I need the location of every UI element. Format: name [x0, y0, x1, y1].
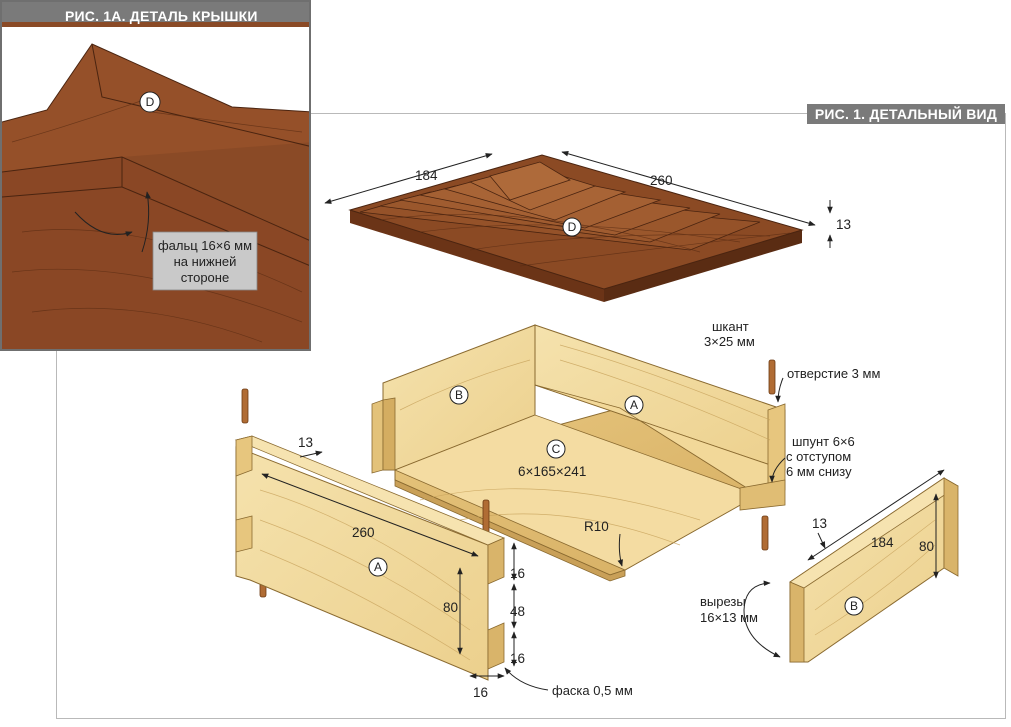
dim-side-length: 260 [352, 525, 375, 540]
inset-figure: D фальц 16×6 мм на нижней стороне [0, 0, 311, 351]
svg-text:D: D [146, 95, 155, 109]
dim-side-height: 80 [443, 600, 458, 615]
dim-end-height: 80 [919, 539, 934, 554]
dim-side-thickness: 13 [298, 435, 313, 450]
svg-text:A: A [374, 560, 382, 574]
main-figure-frame [56, 113, 1006, 719]
main-figure-title: РИС. 1. ДЕТАЛЬНЫЙ ВИД [806, 104, 1005, 124]
dim-slot-width: 16 [473, 685, 488, 700]
callout-groove-line2: с отступом [786, 449, 851, 464]
svg-text:C: C [552, 442, 561, 456]
dim-end-thickness: 13 [812, 516, 827, 531]
dim-lid-thickness: 13 [836, 217, 851, 232]
right-end-panel [789, 477, 959, 663]
part-letter-side-back: A [624, 395, 644, 415]
callout-chamfer: фаска 0,5 мм [552, 683, 633, 698]
dim-end-length: 184 [871, 535, 894, 550]
svg-text:D: D [568, 220, 577, 234]
part-letter-end-left: B [449, 385, 469, 405]
callout-notches-line2: 16×13 мм [700, 610, 758, 625]
bottom-size: 6×165×241 [518, 464, 586, 479]
inset-part-letter: D [139, 91, 161, 113]
inset-note-line1: фальц 16×6 мм [158, 238, 252, 253]
part-letters: D B A C A B [368, 217, 864, 616]
dim-slot-bottom: 16 [510, 651, 525, 666]
inset-figure-title: РИС. 1А. ДЕТАЛЬ КРЫШКИ [65, 8, 258, 24]
inset-drawing: D фальц 16×6 мм на нижней стороне [2, 2, 309, 349]
dim-slot-top: 16 [510, 566, 525, 581]
callout-notches-line1: вырезы [700, 594, 746, 609]
part-letter-end-right: B [844, 596, 864, 616]
callout-groove-line3: 6 мм снизу [786, 464, 852, 479]
inset-note-line3: стороне [181, 270, 229, 285]
svg-text:B: B [850, 599, 858, 613]
dim-lid-width: 184 [415, 168, 438, 183]
part-letter-bottom: C [546, 439, 566, 459]
callout-dowel-line2: 3×25 мм [704, 334, 755, 349]
callout-dowel-line1: шкант [712, 319, 749, 334]
dimension-lines [261, 151, 945, 691]
callout-groove-line1: шпунт 6×6 [792, 434, 855, 449]
part-letter-side-front: A [368, 557, 388, 577]
callout-hole: отверстие 3 мм [787, 366, 880, 381]
dim-bottom-radius: R10 [584, 519, 609, 534]
part-letter-lid: D [562, 217, 582, 237]
svg-text:B: B [455, 388, 463, 402]
svg-text:A: A [630, 398, 638, 412]
dim-slot-middle: 48 [510, 604, 525, 619]
inset-note-line2: на нижней [174, 254, 237, 269]
dim-lid-length: 260 [650, 173, 673, 188]
